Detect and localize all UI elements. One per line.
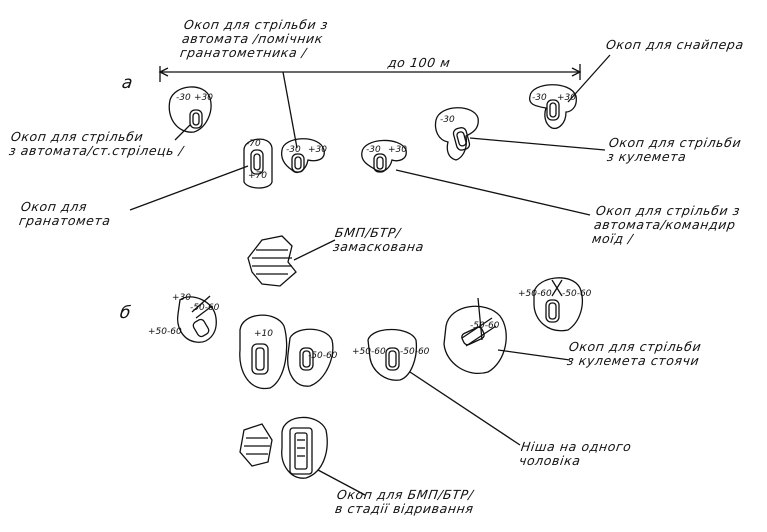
sector-mark: -70 [246, 139, 261, 149]
trench-rifleman [168, 86, 212, 133]
label-machine-gun: Окоп для стрільби з кулемета [606, 135, 743, 164]
sector-marks: -30 +30 -70 +70 -30 +30 -30 +30 -30 -30 … [148, 93, 592, 361]
label-bmp-digging: Окоп для БМП/БТР/ в стадії відривання [334, 487, 475, 516]
distance-line [158, 64, 582, 82]
sector-mark: -50-60 [190, 303, 220, 313]
trench-grenade-launcher [243, 138, 273, 189]
label-mg-standing: Окоп для стрільби з кулемета стоячи [566, 339, 703, 368]
sector-mark: -30 [366, 145, 381, 155]
trench-commander [361, 139, 407, 173]
sector-mark: -30 [440, 115, 455, 125]
label-sniper: Окоп для снайпера [605, 37, 745, 52]
sector-mark: +30 [308, 145, 327, 155]
bmp-digging-small [239, 423, 273, 467]
trench-machine-gun [434, 107, 479, 161]
label-grenade-launcher: Окоп для гранатомета [18, 199, 112, 228]
label-rifle-grenadier: Окоп для стрільби з автомата /помічник г… [179, 17, 330, 60]
label-bmp-camouflaged: БМП/БТР/ замаскована [332, 225, 426, 254]
trench-double-left [239, 314, 334, 390]
sector-mark: +30 [557, 93, 576, 103]
sector-mark: +50-60 [148, 327, 182, 337]
sector-mark: -50-60 [400, 347, 430, 357]
label-niche: Ніша на одного чоловіка [518, 439, 633, 468]
section-b-label: б [118, 303, 132, 323]
sector-mark: -30 [176, 93, 191, 103]
sector-mark: +50-60 [518, 289, 552, 299]
sector-mark: +30 [194, 93, 213, 103]
trench-rifleman-b [176, 295, 217, 343]
section-a-label: а [120, 73, 134, 93]
sector-mark: -50-60 [470, 321, 500, 331]
sector-mark: -30 [286, 145, 301, 155]
trench-sniper [528, 84, 577, 130]
sector-mark: -30 [532, 93, 547, 103]
label-commander: Окоп для стрільби з автомата/командир мо… [591, 203, 742, 246]
sector-mark: +30 [172, 293, 191, 303]
trench-niche [367, 328, 418, 381]
sector-mark: -50-60 [308, 351, 338, 361]
sector-mark: +10 [254, 329, 273, 339]
bmp-camouflaged [247, 235, 297, 287]
sector-mark: +50-60 [352, 347, 386, 357]
sector-mark: -50-60 [562, 289, 592, 299]
sector-mark: +70 [248, 171, 267, 181]
leader-lines [129, 54, 611, 496]
trench-mg-standing [443, 297, 507, 374]
bmp-digging-trench [281, 416, 328, 479]
distance-label: до 100 м [387, 55, 452, 70]
trench-mg-right [533, 277, 583, 332]
sector-mark: +30 [388, 145, 407, 155]
label-rifleman: Окоп для стрільби з автомата/ст.стрілець… [8, 129, 185, 158]
trench-rifle-grenadier [280, 138, 325, 174]
